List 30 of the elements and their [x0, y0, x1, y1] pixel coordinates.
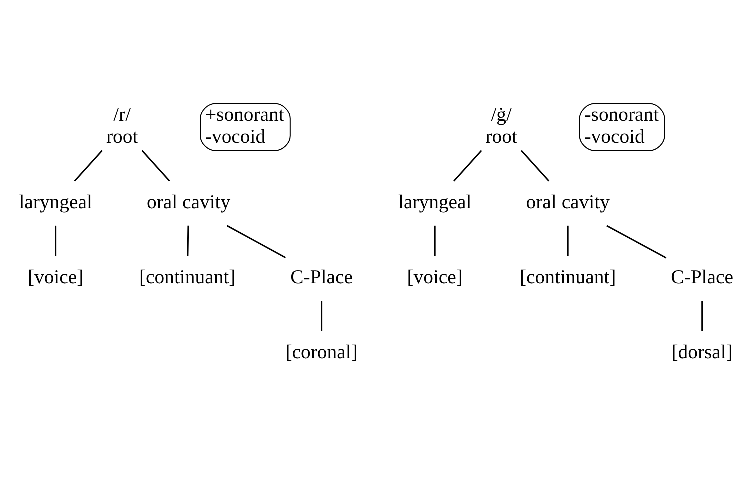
- node-label: +sonorant: [205, 104, 284, 126]
- node-text: [dorsal]: [672, 342, 733, 364]
- node-text: [coronal]: [286, 342, 358, 364]
- node-label: -vocoid: [584, 126, 645, 148]
- connector: [521, 150, 550, 182]
- connector: [454, 150, 482, 182]
- connector: [434, 226, 436, 256]
- connector: [74, 150, 103, 182]
- connector: [187, 226, 190, 256]
- node-text: C-Place: [290, 266, 353, 288]
- connector: [142, 150, 170, 182]
- node-text: /ġ/ root: [486, 104, 518, 148]
- node-text: oral cavity: [526, 191, 610, 214]
- node-text: C-Place: [671, 266, 734, 288]
- node-text: [voice]: [28, 266, 84, 288]
- node-text: /r/ root: [106, 104, 138, 148]
- node-text: [voice]: [407, 266, 463, 288]
- node-text: [continuant]: [520, 266, 616, 288]
- connector: [702, 301, 704, 332]
- node-label: -vocoid: [205, 126, 266, 148]
- connector: [567, 226, 569, 256]
- node-text: laryngeal: [19, 191, 92, 214]
- node-label: -sonorant: [584, 104, 660, 126]
- node-text: [continuant]: [139, 266, 236, 288]
- node-text: oral cavity: [147, 191, 231, 214]
- connector: [321, 301, 323, 332]
- node-text: laryngeal: [398, 191, 472, 214]
- connector: [606, 225, 667, 259]
- connector: [55, 226, 57, 256]
- connector: [226, 225, 286, 258]
